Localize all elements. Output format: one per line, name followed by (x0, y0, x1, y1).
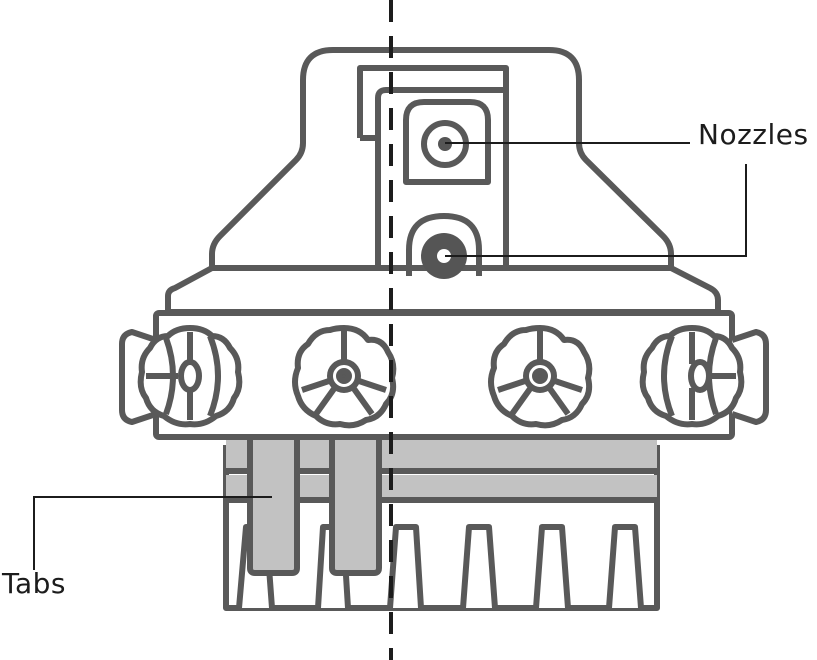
knob-1 (141, 328, 240, 424)
tabs-label: Tabs (2, 567, 66, 600)
knob-2 (295, 328, 393, 425)
tab-right (332, 436, 379, 573)
knob-4 (643, 328, 742, 424)
leader-tabs (34, 497, 272, 570)
nozzles-label: Nozzles (698, 118, 809, 151)
tab-left (250, 436, 297, 573)
knob-3 (491, 328, 589, 425)
